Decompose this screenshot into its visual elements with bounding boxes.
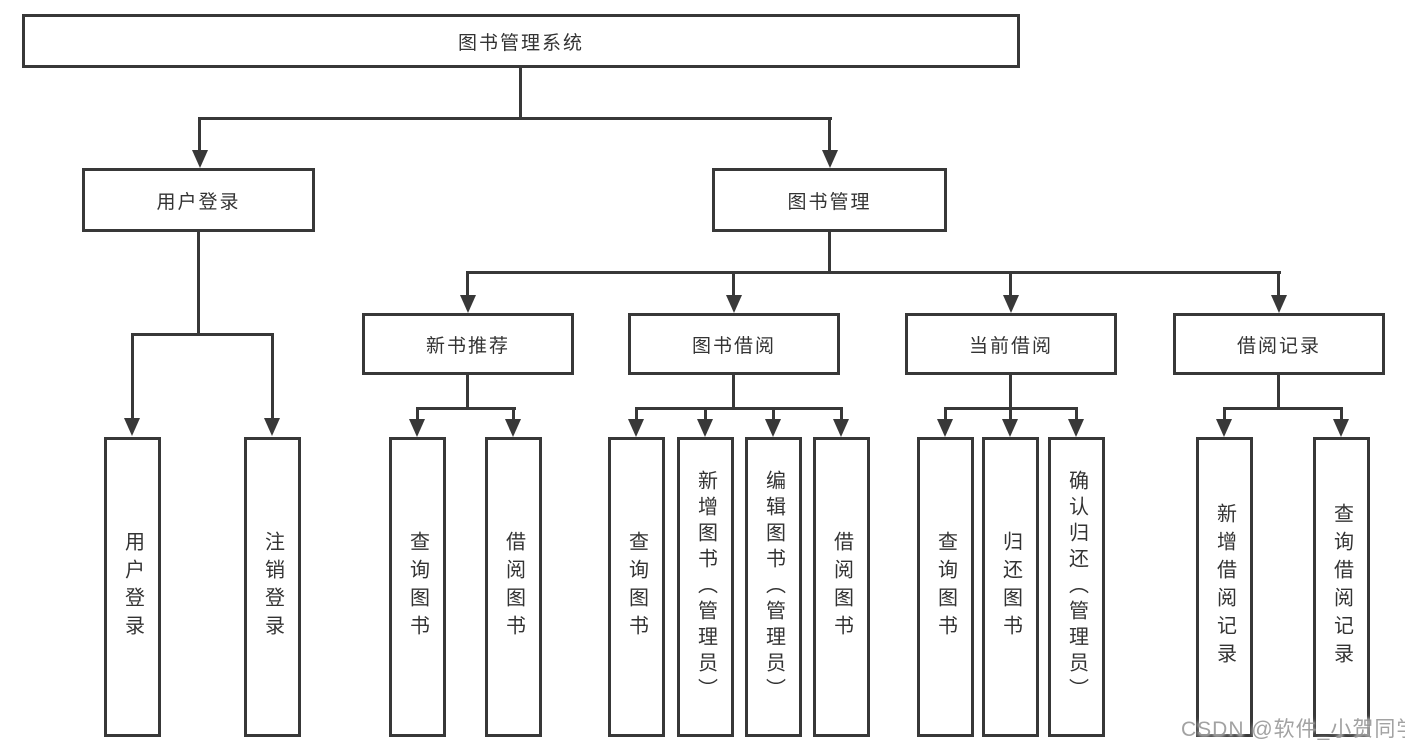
arrow-down-icon (765, 419, 781, 437)
connector-stub-leaf (635, 408, 638, 419)
arrow-down-icon (409, 419, 425, 437)
connector-stub-leaf (840, 408, 843, 419)
node-label: 归还图书 (999, 531, 1022, 643)
connector-stub-book-mgmt (828, 118, 831, 152)
arrow-down-icon (124, 418, 140, 436)
arrow-down-icon (822, 150, 838, 168)
arrow-down-icon (833, 419, 849, 437)
connector-stub-leaf (704, 408, 707, 419)
leaf-query-borrow-record: 查询借阅记录 (1313, 437, 1370, 737)
arrow-down-icon (460, 295, 476, 313)
connector-stub-leaf (1075, 408, 1078, 419)
arrow-down-icon (628, 419, 644, 437)
connector-horizontal-new-book (416, 407, 516, 410)
csdn-watermark: CSDN @软件_小贺同学 (1181, 718, 1405, 741)
arrow-down-icon (1333, 419, 1349, 437)
connector-trunk-current-borrow (1009, 375, 1012, 410)
node-label: 图书管理系统 (457, 32, 584, 54)
arrow-down-icon (1002, 419, 1018, 437)
node-label: 借阅图书 (830, 531, 853, 643)
arrow-down-icon (1003, 295, 1019, 313)
leaf-query-books-borrowing: 查询图书 (608, 437, 665, 737)
node-label: 确认归还（管理员） (1065, 470, 1088, 704)
connector-stub-level3 (1009, 272, 1012, 296)
leaf-return-book: 归还图书 (982, 437, 1039, 737)
node-label: 借阅图书 (502, 531, 525, 643)
leaf-borrow-books-recommend: 借阅图书 (485, 437, 542, 737)
arrow-down-icon (505, 419, 521, 437)
node-user-login: 用户登录 (82, 168, 315, 232)
connector-horizontal-borrow-records (1223, 407, 1343, 410)
connector-stub-user-login (198, 118, 201, 152)
connector-stub-leaf (1223, 408, 1226, 419)
node-new-book-recommend: 新书推荐 (362, 313, 574, 375)
node-label: 查询借阅记录 (1330, 503, 1353, 671)
node-label: 查询图书 (625, 531, 648, 643)
node-book-management: 图书管理 (712, 168, 947, 232)
connector-stub-leaf (131, 334, 134, 419)
connector-user-login-horizontal (131, 333, 274, 336)
connector-trunk-borrow-records (1277, 375, 1280, 410)
node-label: 新增图书（管理员） (694, 470, 717, 704)
leaf-borrow-books-borrowing: 借阅图书 (813, 437, 870, 737)
node-label: 当前借阅 (968, 335, 1053, 357)
node-current-borrowing: 当前借阅 (905, 313, 1117, 375)
connector-stub-leaf (1009, 408, 1012, 419)
connector-stub-leaf (512, 408, 515, 419)
arrow-down-icon (264, 418, 280, 436)
arrow-down-icon (937, 419, 953, 437)
arrow-down-icon (1216, 419, 1232, 437)
leaf-add-book-admin: 新增图书（管理员） (677, 437, 734, 737)
connector-stub-level3 (1277, 272, 1280, 296)
connector-trunk-book-borrow (732, 375, 735, 410)
connector-stub-leaf (416, 408, 419, 419)
node-label: 查询图书 (406, 531, 429, 643)
node-borrowing-records: 借阅记录 (1173, 313, 1385, 375)
leaf-add-borrow-record: 新增借阅记录 (1196, 437, 1253, 737)
connector-stub-leaf (944, 408, 947, 419)
node-label: 新书推荐 (425, 335, 510, 357)
node-book-borrowing: 图书借阅 (628, 313, 840, 375)
arrow-down-icon (1068, 419, 1084, 437)
arrow-down-icon (192, 150, 208, 168)
node-label: 用户登录 (121, 531, 144, 643)
node-library-system: 图书管理系统 (22, 14, 1020, 68)
connector-stub-leaf (772, 408, 775, 419)
connector-stub-level3 (466, 272, 469, 296)
node-label: 新增借阅记录 (1213, 503, 1236, 671)
connector-book-mgmt-horizontal (466, 271, 1281, 274)
node-label: 编辑图书（管理员） (762, 470, 785, 704)
connector-trunk-new-book (466, 375, 469, 410)
leaf-logout: 注销登录 (244, 437, 301, 737)
node-label: 图书管理 (787, 191, 872, 213)
connector-root-trunk (519, 68, 522, 120)
arrow-down-icon (1271, 295, 1287, 313)
connector-book-mgmt-trunk (828, 232, 831, 274)
node-label: 借阅记录 (1236, 335, 1321, 357)
connector-root-horizontal (198, 117, 832, 120)
leaf-query-books-current: 查询图书 (917, 437, 974, 737)
arrow-down-icon (726, 295, 742, 313)
node-label: 注销登录 (261, 531, 284, 643)
connector-stub-leaf (1340, 408, 1343, 419)
arrow-down-icon (697, 419, 713, 437)
leaf-confirm-return-admin: 确认归还（管理员） (1048, 437, 1105, 737)
node-label: 用户登录 (156, 191, 241, 213)
leaf-edit-book-admin: 编辑图书（管理员） (745, 437, 802, 737)
node-label: 查询图书 (934, 531, 957, 643)
leaf-user-login: 用户登录 (104, 437, 161, 737)
connector-user-login-trunk (197, 232, 200, 336)
connector-stub-leaf (271, 334, 274, 419)
connector-horizontal-book-borrow (635, 407, 843, 410)
node-label: 图书借阅 (691, 335, 776, 357)
leaf-query-books-recommend: 查询图书 (389, 437, 446, 737)
connector-stub-level3 (732, 272, 735, 296)
